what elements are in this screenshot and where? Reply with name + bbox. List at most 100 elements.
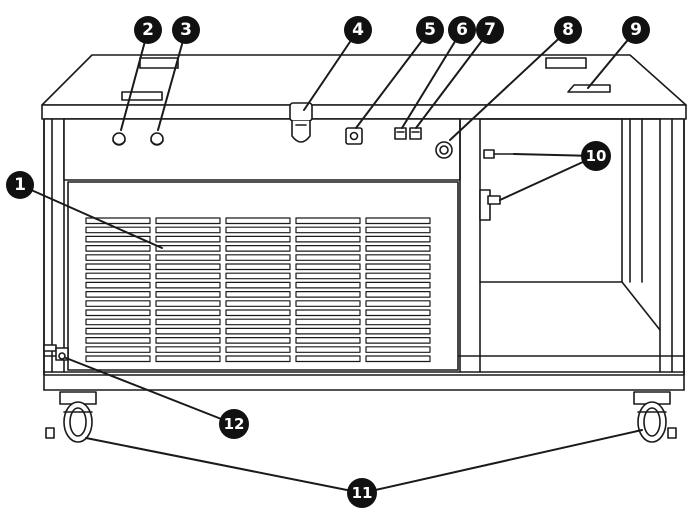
svg-text:2: 2 xyxy=(142,20,154,40)
louver-slat xyxy=(155,337,221,344)
louver-slat xyxy=(295,309,361,317)
louver-slat xyxy=(295,346,361,353)
svg-text:8: 8 xyxy=(562,20,574,40)
caster-right xyxy=(633,391,677,443)
svg-text:4: 4 xyxy=(352,20,364,40)
svg-text:6: 6 xyxy=(456,20,468,40)
callout-11: 11 xyxy=(347,478,377,508)
louver-slat xyxy=(85,355,151,363)
louver-slat xyxy=(225,272,291,280)
callout-6: 6 xyxy=(448,16,476,44)
louver-slat xyxy=(155,254,221,261)
louver-slat xyxy=(365,355,431,363)
louver-slat xyxy=(295,318,361,326)
louver-slat xyxy=(85,263,151,271)
louver-slat xyxy=(155,263,221,271)
svg-text:10: 10 xyxy=(586,147,607,165)
drain-valve xyxy=(43,344,69,361)
cabinet-top xyxy=(41,54,687,120)
louver-slat xyxy=(85,346,151,353)
louver-slat xyxy=(365,309,431,317)
louver-slat xyxy=(85,281,151,289)
louver-slat xyxy=(85,309,151,317)
louver-slat xyxy=(225,355,291,363)
louver-slat xyxy=(225,327,291,335)
louver-slat xyxy=(365,327,431,335)
louver-slat xyxy=(225,281,291,289)
louver-slat xyxy=(225,309,291,317)
louver-slat xyxy=(295,263,361,271)
louver-slat xyxy=(85,245,151,252)
louver-slat xyxy=(225,245,291,252)
louver-slat xyxy=(225,226,291,234)
louver-slat xyxy=(155,355,221,363)
louver-slat xyxy=(155,281,221,289)
louver-slat xyxy=(225,235,291,243)
louver-slat xyxy=(365,346,431,353)
svg-text:11: 11 xyxy=(352,484,373,502)
louver-slat xyxy=(365,263,431,271)
louvered-panel xyxy=(67,181,459,371)
louver-slat xyxy=(85,300,151,307)
louver-slat xyxy=(365,235,431,243)
louver-slat xyxy=(155,300,221,307)
louver-slat xyxy=(85,226,151,234)
callout-5: 5 xyxy=(416,16,444,44)
louver-slat xyxy=(365,217,431,225)
louver-slat xyxy=(365,245,431,252)
louver-slat xyxy=(85,327,151,335)
louver-slat xyxy=(155,318,221,326)
louver-slat xyxy=(155,346,221,353)
louver-slat xyxy=(295,217,361,225)
louver-slat xyxy=(155,235,221,243)
callout-10: 10 xyxy=(581,141,611,171)
louver-slat xyxy=(85,254,151,261)
louver-slat xyxy=(225,337,291,344)
louver-slat xyxy=(85,337,151,344)
hose-connection-upper xyxy=(483,149,515,159)
callout-3: 3 xyxy=(172,16,200,44)
louver-slat xyxy=(225,300,291,307)
louver-slat xyxy=(155,309,221,317)
louver-slat xyxy=(225,291,291,298)
louver-slat xyxy=(85,272,151,280)
callout-4: 4 xyxy=(344,16,372,44)
louver-slat xyxy=(155,226,221,234)
louver-slat xyxy=(365,300,431,307)
power-switch xyxy=(345,127,363,145)
louver-slat xyxy=(155,272,221,280)
louver-slat xyxy=(155,291,221,298)
louver-slat xyxy=(225,346,291,353)
caster-left xyxy=(45,391,97,443)
control-knob-right xyxy=(150,132,164,146)
louver-slat xyxy=(365,291,431,298)
callout-8: 8 xyxy=(554,16,582,44)
louver-slat xyxy=(295,300,361,307)
callout-9: 9 xyxy=(622,16,650,44)
louver-slat xyxy=(85,217,151,225)
louver-slat xyxy=(365,226,431,234)
center-fitting xyxy=(289,102,313,143)
port-fitting xyxy=(435,141,453,159)
louver-slat xyxy=(225,254,291,261)
callout-12: 12 xyxy=(219,409,249,439)
svg-text:12: 12 xyxy=(224,415,245,433)
louver-slat xyxy=(155,327,221,335)
louver-slat xyxy=(295,337,361,344)
louver-slat xyxy=(295,226,361,234)
louver-slat xyxy=(85,235,151,243)
louver-slat xyxy=(225,318,291,326)
svg-text:5: 5 xyxy=(424,20,436,40)
louver-slat xyxy=(295,235,361,243)
louver-slat xyxy=(365,337,431,344)
control-knob-left xyxy=(112,132,126,146)
indicator-6 xyxy=(394,127,407,140)
louver-slat xyxy=(365,272,431,280)
louver-slat xyxy=(85,291,151,298)
callout-1: 1 xyxy=(6,171,34,199)
louver-slat xyxy=(225,263,291,271)
callout-2: 2 xyxy=(134,16,162,44)
callout-7: 7 xyxy=(476,16,504,44)
louver-slat xyxy=(225,217,291,225)
